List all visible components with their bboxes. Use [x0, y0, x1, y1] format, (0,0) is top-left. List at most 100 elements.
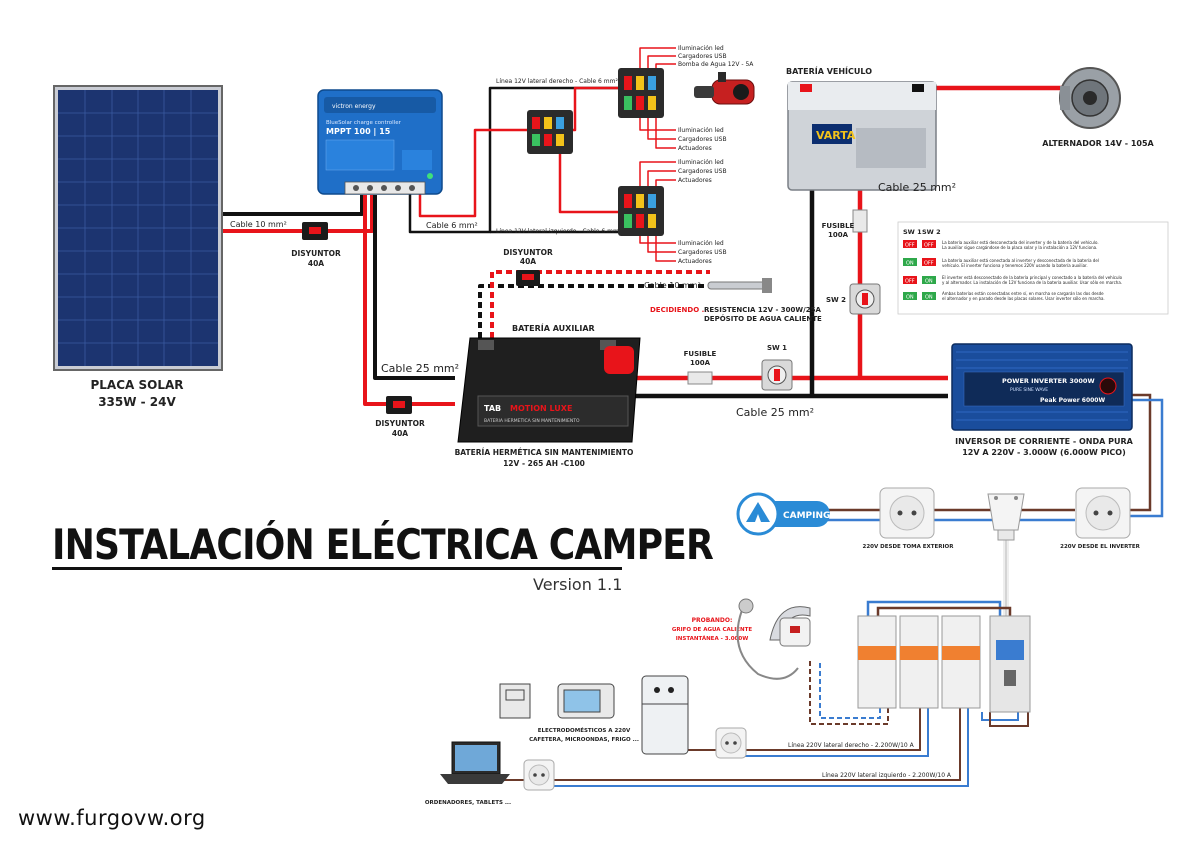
title-underline [52, 567, 622, 570]
laptop-icon [440, 741, 510, 784]
socket-exterior: 220V DESDE TOMA EXTERIOR [863, 487, 955, 550]
wire-dist-heater-2 [809, 660, 889, 725]
heater-line2: DEPÓSITO DE AGUA CALIENTE [704, 314, 822, 323]
wire-out-5 [647, 118, 676, 140]
aux-battery: BATERÍA AUXILIAR TAB MOTION LUXE BATERIA… [455, 322, 641, 468]
fuse-mid-2: Cargadores USB [678, 136, 727, 143]
wire-out-4 [639, 118, 676, 131]
wire-out-10 [639, 236, 676, 244]
appliances-icons: ELECTRODOMÉSTICOS A 220V CAFETERA, MICRO… [499, 675, 689, 755]
inverter-caption1: INVERSOR DE CORRIENTE - ONDA PURA [955, 437, 1133, 446]
breaker-heater-rating: 40A [520, 257, 536, 266]
socket-exterior-label: 220V DESDE TOMA EXTERIOR [863, 544, 955, 550]
socket-computers [523, 759, 555, 791]
socket-inverter: 220V DESDE EL INVERTER [1060, 487, 1141, 550]
wire-heater-negative [478, 284, 710, 338]
switch-sw1: SW 1 [761, 344, 793, 391]
heater-deciding: DECIDIENDO ... [650, 306, 710, 314]
instant-heater-line1: GRIFO DE AGUA CALIENTE [672, 627, 753, 633]
controller-line2: MPPT 100 | 15 [326, 127, 391, 136]
computers-label: ORDENADORES, TABLETS ... [425, 800, 511, 806]
solar-cells [58, 90, 218, 366]
wire-out-1 [639, 47, 676, 68]
row4-sw1: ON [906, 295, 914, 301]
controller-led [427, 173, 433, 179]
tent-icon [746, 502, 770, 522]
fuse-output-labels: Iluminación led Cargadores USB Bomba de … [678, 45, 754, 265]
breaker-battery-name: DISYUNTOR [375, 419, 425, 428]
aux-battery-brand: TAB [484, 404, 501, 413]
cable-vehicle-label: Cable 25 mm² [878, 181, 956, 194]
version-label: Version 1.1 [533, 575, 623, 594]
breaker-battery: DISYUNTOR 40A [375, 396, 425, 438]
plug-icon [987, 493, 1025, 541]
wire-dist-bot-4 [552, 708, 969, 787]
inverter-caption2: 12V A 220V - 3.000W (6.000W PICO) [962, 448, 1126, 457]
breaker-solar-rating: 40A [308, 259, 324, 268]
fuse-bottom-3: Actuadores [678, 258, 712, 265]
wire-heater-positive [490, 270, 710, 338]
row1-sw1: OFF [905, 243, 915, 249]
wire-dist-bot-3 [552, 708, 961, 781]
row4-text: Ambas baterías están conectadas entre sí… [942, 291, 1105, 301]
vehicle-battery-label: BATERÍA VEHÍCULO [786, 65, 872, 76]
fuse-100-name: FUSIBLE [822, 222, 855, 230]
switch-sw2-label: SW 2 [826, 296, 846, 304]
charge-controller: victron energy BlueSolar charge controll… [317, 89, 443, 195]
water-pump-icon [694, 72, 755, 105]
wire-out-2 [647, 55, 676, 68]
camping-label: CAMPING [783, 511, 830, 521]
wire-ctrl-bat-positive [363, 195, 455, 406]
line-left-label: Línea 12V lateral izquierdo - Cable 6 mm… [496, 228, 622, 235]
wire-out-12 [655, 236, 676, 262]
switch-table-row-2: ON OFF La batería auxiliar está conectad… [903, 258, 1099, 268]
switch-table-row-3: OFF ON El inverter está desconectado de … [903, 275, 1123, 285]
wire-load-positive [418, 128, 527, 218]
wire-load-positive-3 [558, 140, 620, 214]
coffee-maker-icon [499, 683, 531, 719]
controller-line1: BlueSolar charge controller [326, 120, 402, 126]
fuse-top-3: Bomba de Agua 12V - 5A [678, 61, 754, 68]
wire-out-8 [647, 170, 676, 186]
row2-text: La batería auxiliar está conectada al in… [942, 258, 1099, 268]
socket-inverter-label: 220V DESDE EL INVERTER [1060, 544, 1141, 550]
breaker-panel [857, 615, 1031, 713]
fuse-top-1: Iluminación led [678, 45, 724, 52]
fuse-lower-2: Cargadores USB [678, 168, 727, 175]
controller-brand: victron energy [332, 103, 376, 110]
switch-table-h2: SW 2 [922, 228, 941, 236]
fuse-100-b-rating: 100A [690, 359, 711, 367]
fuse-100-horizontal: FUSIBLE 100A [684, 350, 717, 385]
breaker-heater: DISYUNTOR 40A [503, 248, 553, 286]
ac-line-left: Línea 220V lateral izquierdo - 2.200W/10… [822, 772, 952, 779]
fuse-top-2: Cargadores USB [678, 53, 727, 60]
aux-battery-label: BATERÍA AUXILIAR [512, 322, 595, 333]
fuse-mid-3: Actuadores [678, 145, 712, 152]
alternator-icon [1059, 67, 1121, 129]
vehicle-battery-brand: VARTA [816, 129, 856, 142]
solar-panel-name: PLACA SOLAR [90, 378, 183, 392]
fuse-box-mid [527, 110, 573, 154]
cable-aux-label: Cable 25 mm² [381, 362, 459, 375]
aux-battery-model: MOTION LUXE [510, 404, 572, 413]
aux-battery-sub: BATERIA HERMETICA SIN MANTENIMIENTO [484, 418, 580, 424]
cable-solar-label: Cable 10 mm² [230, 220, 287, 229]
fuse-100-vertical: FUSIBLE 100A [822, 209, 868, 239]
alternator-label: ALTERNADOR 14V - 105A [1042, 139, 1154, 148]
wire-dist-top-brown [876, 606, 1012, 616]
wire-out-9 [655, 179, 676, 186]
fuse-box-top [618, 68, 664, 118]
switch-sw1-label: SW 1 [767, 344, 787, 352]
heater-line1: RESISTENCIA 12V - 300W/25A [704, 306, 821, 314]
switch-table-row-4: ON ON Ambas baterías están conectadas en… [903, 291, 1105, 301]
camping-badge: CAMPING [736, 492, 830, 536]
switch-table-row-1: OFF OFF La batería auxiliar está descone… [903, 240, 1099, 250]
ac-line-right: Línea 220V lateral derecho - 2.200W/10 A [788, 742, 915, 749]
power-inverter: POWER INVERTER 3000W PURE SINE WAVE Peak… [951, 343, 1134, 457]
cable-inverter-label: Cable 25 mm² [736, 406, 814, 419]
heater-resistance: DECIDIENDO ... RESISTENCIA 12V - 300W/25… [650, 278, 822, 323]
fuse-bottom-1: Iluminación led [678, 240, 724, 247]
fridge-icon [641, 675, 689, 755]
wire-solar-negative [222, 195, 364, 216]
row2-sw1: ON [906, 261, 914, 267]
